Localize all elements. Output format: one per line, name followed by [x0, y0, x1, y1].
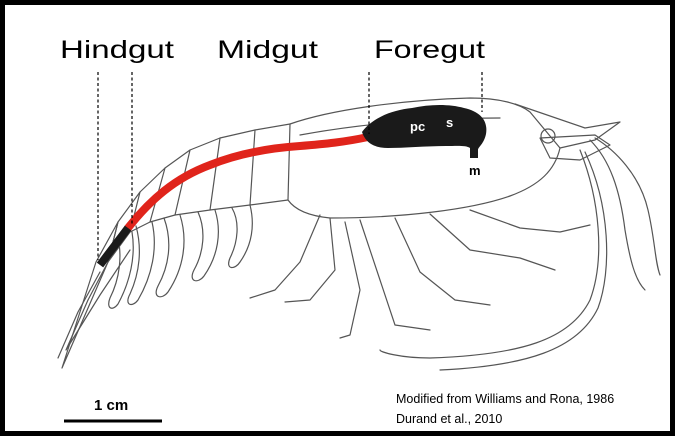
label-stomach: s: [446, 115, 453, 130]
pleopod-3: [156, 215, 184, 297]
abdomen-segment-2: [210, 130, 255, 210]
label-hindgut: Hindgut: [60, 36, 174, 64]
label-midgut: Midgut: [217, 36, 318, 64]
antenna-long: [380, 150, 599, 358]
walking-leg-2: [430, 214, 555, 270]
label-pyloric-chamber: pc: [410, 119, 425, 134]
walking-leg-3: [395, 218, 490, 305]
walking-leg-5: [285, 218, 335, 302]
credit-line-2: Durand et al., 2010: [396, 412, 502, 426]
pleopod-2: [192, 210, 218, 281]
midgut-tract: [128, 137, 368, 228]
credit-line-1: Modified from Williams and Rona, 1986: [396, 392, 614, 406]
walking-leg-6: [250, 215, 320, 298]
eye: [541, 129, 555, 143]
walking-leg-1: [470, 210, 590, 232]
pleopod-1: [229, 205, 253, 268]
antennule-2: [595, 138, 660, 275]
walking-leg-7: [340, 222, 360, 338]
abdomen-segment-1: [250, 124, 290, 205]
label-foregut: Foregut: [374, 36, 485, 64]
scale-bar-label: 1 cm: [94, 397, 128, 414]
antenna-long-2: [440, 152, 607, 370]
antennule-1: [590, 140, 645, 290]
antennal-scale: [540, 135, 610, 160]
label-mouth: m: [469, 163, 481, 178]
walking-leg-4: [360, 220, 430, 330]
